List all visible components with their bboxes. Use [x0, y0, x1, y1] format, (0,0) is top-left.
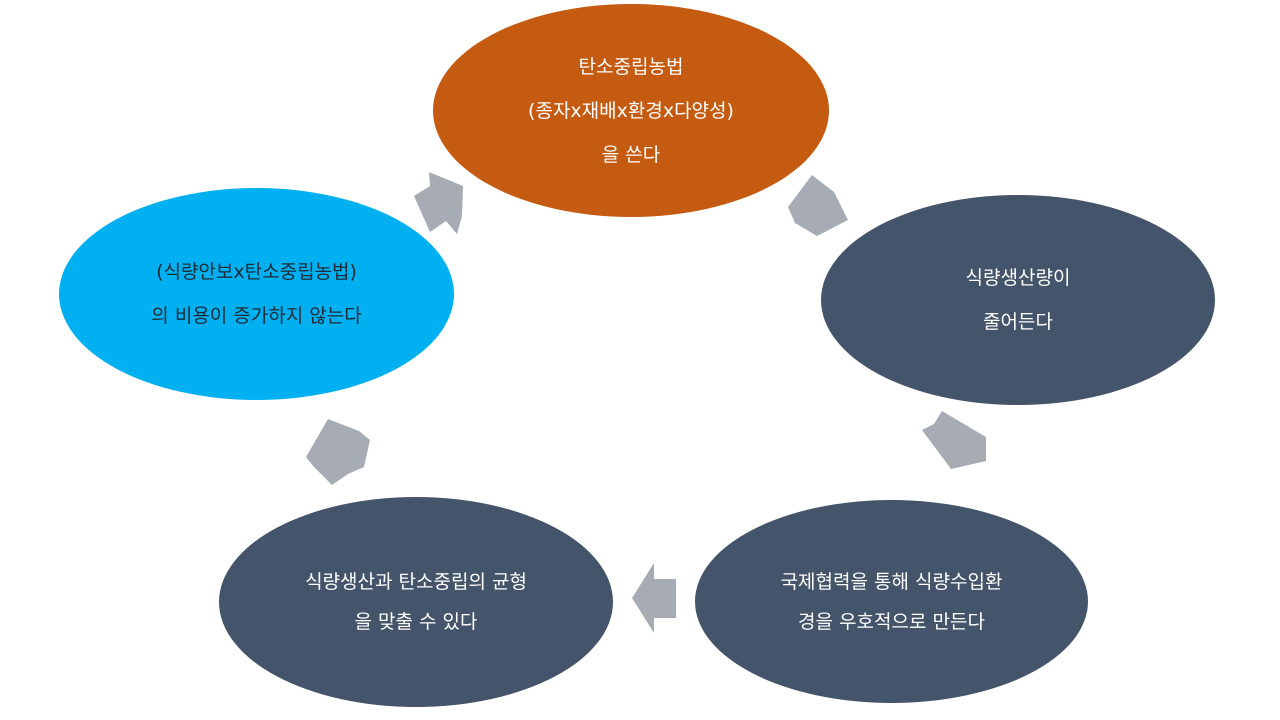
cycle-arrow-3	[632, 563, 676, 633]
node-1-line-3: 을 쓴다	[601, 143, 661, 166]
node-2-line-2: 줄어든다	[983, 311, 1053, 333]
node-1-line-2: (종자x재배x환경x다양성)	[528, 99, 734, 122]
node-3-line-1: 국제협력을 통해 식량수입환	[780, 570, 1003, 593]
node-5-line-2: 의 비용이 증가하지 않는다	[151, 305, 362, 327]
cycle-arrow-5	[414, 172, 463, 234]
node-3-line-2: 경을 우호적으로 만든다	[798, 610, 985, 633]
node-5-line-1: (식량안보x탄소중립농법)	[156, 261, 357, 283]
node-4-line-2: 을 맞출 수 있다	[354, 611, 478, 633]
cycle-arrow-4	[306, 419, 370, 485]
cycle-node-1: 탄소중립농법 (종자x재배x환경x다양성) 을 쓴다	[433, 4, 829, 217]
cycle-node-4: 식량생산과 탄소중립의 균형 을 맞출 수 있다	[219, 497, 613, 707]
cycle-arrow-1	[788, 175, 848, 236]
cycle-arrow-2	[922, 411, 986, 469]
cycle-node-5: (식량안보x탄소중립농법) 의 비용이 증가하지 않는다	[59, 188, 454, 400]
node-2-line-1: 식량생산량이	[965, 267, 1071, 289]
cycle-node-2: 식량생산량이 줄어든다	[821, 195, 1215, 405]
node-4-line-1: 식량생산과 탄소중립의 균형	[305, 571, 527, 593]
node-1-line-1: 탄소중립농법	[578, 55, 684, 78]
cycle-node-3: 국제협력을 통해 식량수입환 경을 우호적으로 만든다	[695, 500, 1088, 703]
